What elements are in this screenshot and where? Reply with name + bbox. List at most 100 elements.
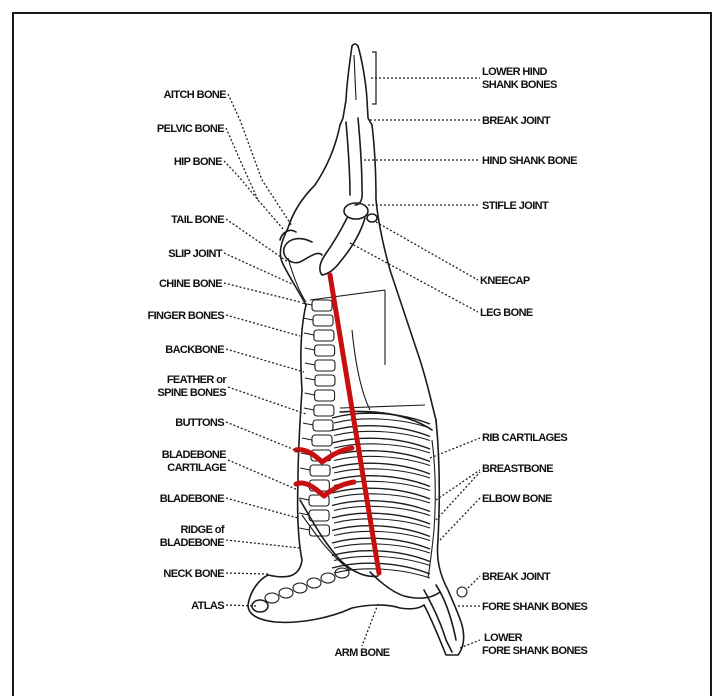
label-neck-bone: NECK BONE xyxy=(163,568,224,580)
label-hind-shank-bone: HIND SHANK BONE xyxy=(482,155,577,167)
rib-cage xyxy=(332,411,432,578)
break-joint-fore xyxy=(457,587,467,597)
backbone-vertebrae xyxy=(299,300,335,536)
spinous-process xyxy=(302,438,312,440)
label-ridge-line1: RIDGE of xyxy=(181,524,225,536)
label-break-joint-top: BREAK JOINT xyxy=(482,115,551,127)
label-rib-cartilages: RIB CARTILAGES xyxy=(482,432,567,444)
leader-lines-right xyxy=(350,52,480,648)
label-bladebone-cartilage-line1: BLADEBONE xyxy=(162,449,227,461)
label-tail-bone: TAIL BONE xyxy=(171,214,224,226)
leader-chine xyxy=(224,283,300,302)
vertebra xyxy=(313,420,333,431)
hind-shank-bone xyxy=(355,118,362,205)
label-lower-hind-line2: SHANK BONES xyxy=(482,79,557,91)
label-feather-line1: FEATHER or xyxy=(167,374,228,386)
neck-outline xyxy=(248,575,424,622)
arm-bone xyxy=(370,572,440,598)
spinous-process xyxy=(299,528,309,530)
vertical-cut-line xyxy=(330,275,379,573)
leader-hip xyxy=(224,161,284,230)
hind-shank-outline-left xyxy=(340,46,352,125)
labels-left: AITCH BONE PELVIC BONE HIP BONE TAIL BON… xyxy=(147,89,227,612)
spinous-process xyxy=(305,393,315,395)
label-elbow-bone: ELBOW BONE xyxy=(482,493,552,505)
hind-shank-outline-right xyxy=(358,46,372,125)
hind-shank-bone-back xyxy=(346,122,350,195)
label-backbone: BACKBONE xyxy=(165,344,224,356)
leader-neck xyxy=(226,573,268,574)
vertebra xyxy=(314,330,334,341)
labels-right: LOWER HIND SHANK BONES BREAK JOINT HIND … xyxy=(480,66,588,657)
leader-buttons xyxy=(226,422,300,452)
label-aitch-bone: AITCH BONE xyxy=(164,89,227,101)
leg-bone xyxy=(320,218,347,275)
leg-bone-front xyxy=(322,218,365,275)
spinous-process xyxy=(303,423,313,425)
label-bladebone: BLADEBONE xyxy=(160,493,225,505)
label-kneecap: KNEECAP xyxy=(480,275,530,287)
label-atlas: ATLAS xyxy=(191,600,224,612)
lower-chevron-cut xyxy=(296,482,354,496)
vertebra xyxy=(312,300,332,311)
label-chine-bone: CHINE BONE xyxy=(159,278,222,290)
neck-vertebra xyxy=(307,578,321,588)
label-finger-bones: FINGER BONES xyxy=(147,310,224,322)
leader-arm xyxy=(362,604,378,646)
leader-backbone xyxy=(226,349,304,372)
label-leg-bone: LEG BONE xyxy=(480,307,533,319)
label-lower-hind-line1: LOWER HIND xyxy=(482,66,548,78)
flank-line-1 xyxy=(310,290,385,300)
fore-leg-bones xyxy=(300,440,467,652)
vertebra xyxy=(315,345,335,356)
leader-elbow xyxy=(440,498,480,540)
back-outline xyxy=(268,305,306,577)
neck-vertebra xyxy=(335,568,349,578)
spinous-process xyxy=(305,363,315,365)
vertebra xyxy=(313,315,333,326)
neck-vertebra xyxy=(279,588,293,598)
neck-vertebra xyxy=(265,593,279,603)
leader-bladebone xyxy=(226,498,298,518)
leader-slip xyxy=(224,253,292,284)
labels-bottom: ARM BONE xyxy=(334,647,389,659)
leader-finger xyxy=(226,315,300,336)
leader-kneecap xyxy=(376,222,478,280)
vertebra xyxy=(314,405,334,416)
spinous-process xyxy=(305,378,315,380)
spinous-process xyxy=(300,468,310,470)
belly-fore-outline xyxy=(424,420,464,655)
fore-shank-bone-1 xyxy=(424,590,452,652)
leader-tail xyxy=(226,219,288,262)
spinous-process xyxy=(304,333,314,335)
leader-feather xyxy=(228,387,306,414)
leader-bladebone-cart xyxy=(228,460,298,490)
spinous-process xyxy=(304,408,314,410)
label-lower-fore-line1: LOWER xyxy=(484,632,523,644)
vertebra xyxy=(310,465,330,476)
label-buttons: BUTTONS xyxy=(175,417,224,429)
spinous-process xyxy=(305,348,315,350)
label-fore-shank-bones: FORE SHANK BONES xyxy=(482,601,588,613)
label-break-joint-bottom: BREAK JOINT xyxy=(482,571,551,583)
leader-aitch xyxy=(228,94,292,226)
flank-line-3 xyxy=(352,330,370,410)
hind-shank-tip xyxy=(352,44,358,46)
leader-ridge xyxy=(226,540,300,548)
lower-hind-shank-bone xyxy=(354,55,356,100)
leader-breastbone-2 xyxy=(436,472,480,520)
label-ridge-line2: BLADEBONE xyxy=(160,537,225,549)
label-slip-joint: SLIP JOINT xyxy=(168,248,223,260)
label-hip-bone: HIP BONE xyxy=(174,156,222,168)
neck-vertebra xyxy=(321,573,335,583)
leader-break-bottom xyxy=(468,576,480,588)
label-arm-bone: ARM BONE xyxy=(334,647,389,659)
leader-lines-left xyxy=(224,94,306,606)
vertebra xyxy=(315,375,335,386)
leader-leg xyxy=(350,243,478,312)
label-bladebone-cartilage-line2: CARTILAGE xyxy=(167,462,226,474)
spinous-process xyxy=(302,303,312,305)
kneecap xyxy=(367,214,377,222)
